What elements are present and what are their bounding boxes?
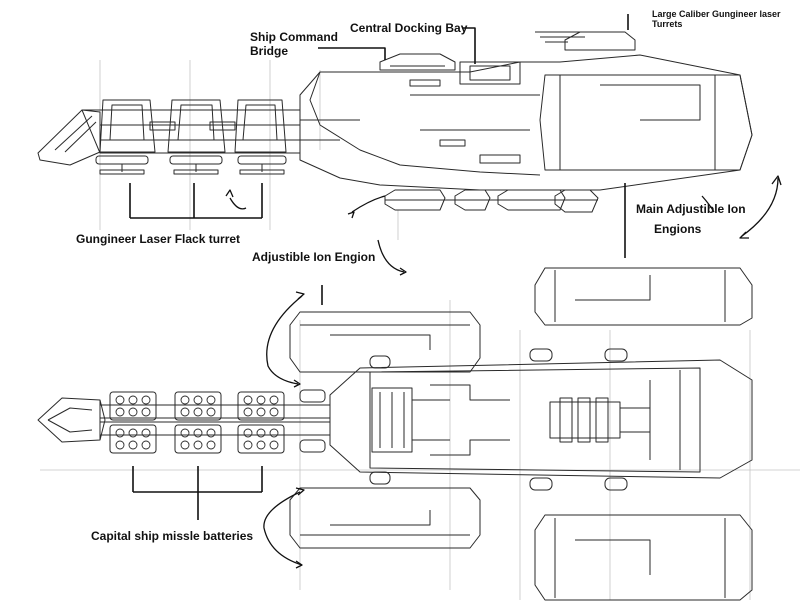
bridge-label: Ship Command Bridge — [250, 30, 338, 58]
laser-turrets-label: Large Caliber Gungineer laser Turrets — [652, 9, 781, 29]
side-main-engine — [539, 74, 753, 171]
construction-guides — [40, 60, 800, 600]
side-view-hull — [37, 31, 753, 213]
main-engines-label-line1: Main Adjustible Ion — [636, 202, 746, 216]
top-missile-batteries — [109, 391, 285, 454]
top-main-engine-upper — [534, 267, 753, 326]
side-docking-bay — [459, 61, 521, 85]
docking-bay-label: Central Docking Bay — [350, 21, 468, 35]
rotation-arrows — [225, 175, 782, 569]
main-engines-label: Main Adjustible Ion Engions — [636, 202, 746, 236]
top-nose — [37, 397, 106, 443]
top-adjustable-engine-upper — [289, 311, 481, 373]
side-ventral-pods — [384, 189, 599, 213]
missile-batteries-label: Capital ship missle batteries — [91, 529, 254, 543]
main-engines-label-line2: Engions — [654, 222, 702, 236]
top-main-engine-lower — [534, 514, 753, 601]
bridge-label-line1: Ship Command — [250, 30, 339, 44]
adjustable-engine-label: Adjustible Ion Engion — [252, 250, 376, 264]
side-forward-spine — [81, 109, 301, 154]
side-large-laser-turret — [564, 31, 636, 51]
bridge-label-line2: Bridge — [250, 44, 289, 58]
top-main-hull — [329, 359, 753, 479]
callout-lines — [129, 14, 629, 520]
laser-turrets-label-line2: Turrets — [652, 19, 683, 29]
top-turret-cluster — [549, 401, 621, 439]
side-flack-turrets — [95, 99, 287, 175]
side-command-bridge — [379, 53, 456, 71]
flack-turret-label: Gungineer Laser Flack turret — [76, 232, 241, 246]
laser-turrets-label-line1: Large Caliber Gungineer laser — [652, 9, 781, 19]
top-view-hull — [37, 267, 753, 601]
top-adjustable-engine-lower — [289, 487, 481, 549]
